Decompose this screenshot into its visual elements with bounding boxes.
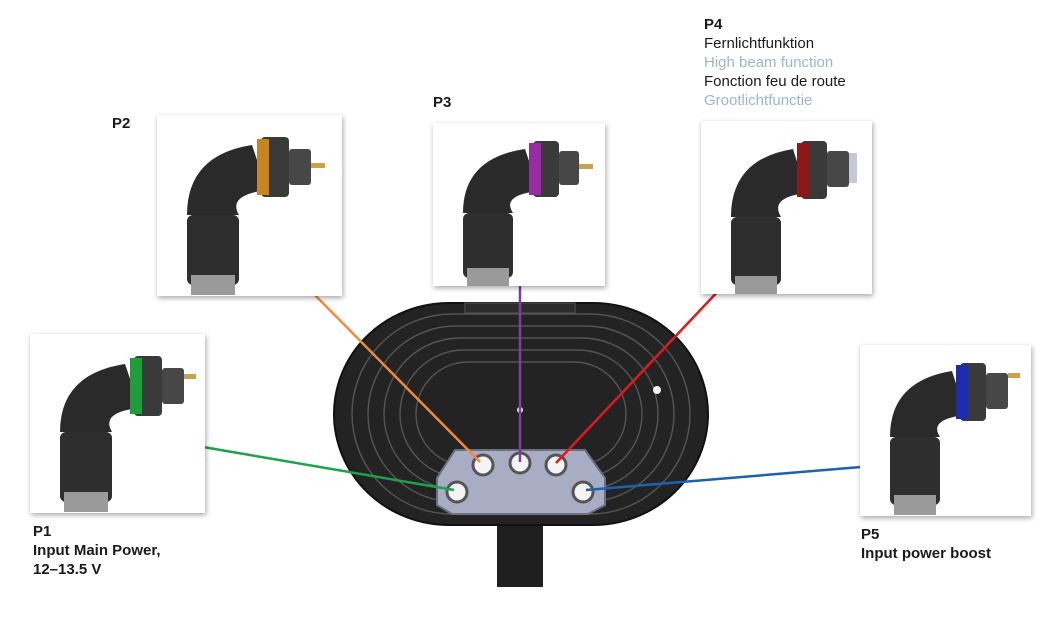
connector-image-p4: [731, 141, 857, 294]
connector-plug-icon: [890, 363, 1020, 515]
connector-plug-icon: [60, 356, 196, 512]
connector-card-p5: [860, 345, 1031, 516]
p3-pin-label: P3: [433, 94, 452, 111]
connector-card-p3: [433, 123, 605, 286]
p1-label: P1 Input Main Power, 12–13.5 V: [33, 522, 161, 579]
p2-label: P2: [112, 114, 130, 133]
p3-label: P3: [433, 93, 451, 112]
socket-p4: [544, 453, 568, 477]
p4-lang-de: Fernlichtfunktion: [704, 35, 815, 52]
connector-plug-icon: [731, 141, 857, 294]
leader-line-p4: [555, 286, 723, 464]
connector-image-p3: [463, 141, 593, 286]
leader-line-p1: [202, 445, 455, 492]
p4-lang-nl: Grootlichtfunctie: [704, 92, 813, 109]
socket-p1: [445, 480, 469, 504]
p4-label: P4 Fernlichtfunktion High beam function …: [704, 15, 846, 110]
connector-card-p2: [157, 115, 342, 296]
p1-desc-line-1: Input Main Power,: [33, 542, 161, 559]
connector-image-p5: [890, 363, 1020, 515]
connector-plug-icon: [463, 141, 593, 286]
p4-lang-en: High beam function: [704, 54, 834, 71]
p5-desc-line-1: Input power boost: [861, 545, 991, 562]
socket-p5: [571, 480, 595, 504]
p1-pin-label: P1: [33, 523, 52, 540]
p4-lang-fr: Fonction feu de route: [704, 73, 846, 90]
p5-label: P5 Input power boost: [861, 525, 991, 563]
housing-hole: [653, 386, 661, 394]
connector-image-p2: [187, 137, 325, 295]
connector-card-p1: [30, 334, 205, 513]
connector-plug-icon: [187, 137, 325, 295]
connector-card-p4: [701, 121, 872, 294]
leader-line-p2: [302, 282, 481, 463]
leader-line-p5: [585, 464, 874, 492]
connector-image-p1: [60, 356, 196, 512]
p4-pin-label: P4: [704, 16, 723, 33]
p1-desc-line-2: 12–13.5 V: [33, 561, 102, 578]
p5-pin-label: P5: [861, 526, 880, 543]
p2-pin-label: P2: [112, 115, 131, 132]
